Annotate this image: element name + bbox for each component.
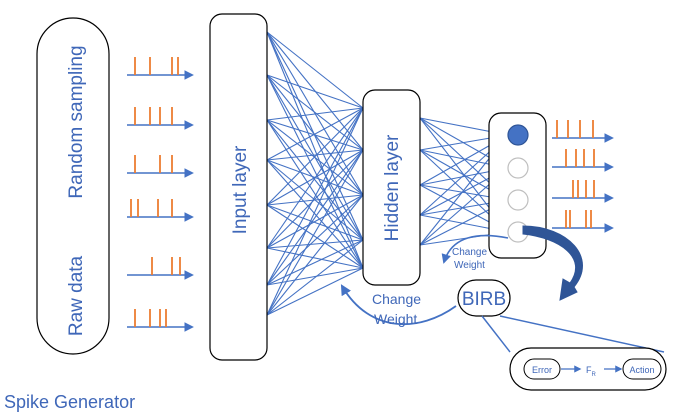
connection-line	[266, 107, 364, 121]
connection-line	[266, 194, 364, 316]
connection-line	[266, 107, 364, 161]
spike-generator-caption: Spike Generator	[4, 392, 135, 412]
connection-line	[266, 204, 364, 241]
input-layer-label: Input layer	[230, 145, 251, 234]
connection-line	[266, 267, 364, 286]
input-hidden-connections	[266, 31, 364, 316]
output-neuron-active	[507, 124, 529, 146]
connection-line	[266, 119, 364, 241]
input-layer-box	[209, 13, 268, 361]
output-spike-trains	[552, 120, 614, 233]
birb-connector-left	[481, 315, 511, 353]
connection-line	[266, 107, 364, 249]
connection-line	[266, 159, 364, 269]
action-node	[622, 358, 662, 380]
connection-line	[266, 149, 364, 249]
connection-line	[266, 107, 364, 316]
connection-line	[266, 119, 364, 196]
hidden-layer-label: Hidden layer	[382, 134, 403, 241]
random-sampling-label: Random sampling	[66, 45, 87, 198]
connection-line	[266, 74, 364, 269]
input-spike-trains	[127, 57, 194, 332]
output-neuron	[507, 157, 529, 179]
hidden-layer-box	[362, 89, 421, 286]
output-neuron	[507, 189, 529, 211]
connection-line	[266, 107, 364, 286]
connection-line	[266, 31, 364, 241]
birb-label: BIRB	[462, 289, 506, 310]
output-layer-box	[488, 112, 547, 259]
connection-line	[266, 194, 364, 206]
connection-line	[266, 31, 364, 109]
birb-connector-right	[499, 315, 665, 353]
connection-line	[266, 194, 364, 249]
connection-line	[266, 74, 364, 109]
connection-line	[266, 239, 364, 286]
connection-line	[266, 239, 364, 316]
change-weight-small-arrow	[441, 234, 509, 264]
reward-label: FR	[586, 365, 597, 378]
connection-line	[266, 247, 364, 269]
connection-line	[266, 239, 364, 249]
error-label: Error	[532, 365, 552, 375]
connection-line	[266, 267, 364, 316]
spike-generator-box	[36, 17, 110, 355]
connection-line	[266, 119, 364, 151]
connection-line	[266, 107, 364, 206]
output-neurons	[507, 124, 529, 243]
connection-line	[266, 31, 364, 269]
action-label: Action	[629, 365, 654, 375]
birb-box	[457, 279, 511, 317]
connection-line	[266, 149, 364, 316]
error-node	[523, 358, 561, 380]
connection-line	[266, 204, 364, 269]
connection-line	[266, 149, 364, 161]
raw-data-label: Raw data	[66, 255, 87, 336]
connection-line	[266, 149, 364, 286]
connection-line	[266, 119, 364, 269]
change-weight-large-arrow	[340, 284, 457, 326]
connection-line	[266, 194, 364, 286]
feedback-curved-arrow	[522, 225, 583, 301]
